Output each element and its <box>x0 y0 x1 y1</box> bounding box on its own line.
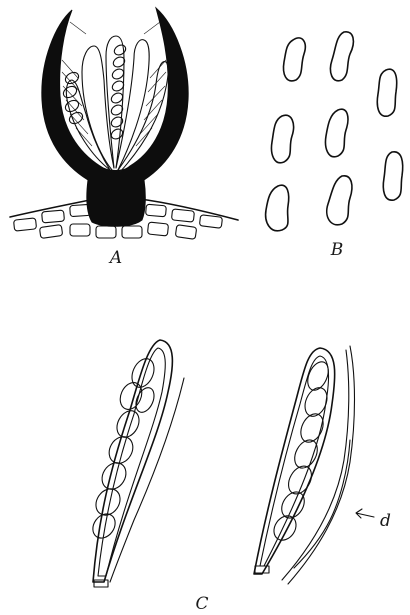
spore-1 <box>284 38 306 81</box>
spore-2 <box>330 32 353 81</box>
spore-6 <box>383 152 402 200</box>
perithecium-wall <box>42 8 188 226</box>
spore-5 <box>326 109 348 157</box>
label-a: A <box>108 248 122 268</box>
ascus-left-ruptured-wall <box>110 378 184 582</box>
ascus-right-spores <box>269 359 332 545</box>
panel-c-asci <box>88 340 374 587</box>
spore-8 <box>327 176 352 225</box>
panel-a-perithecium <box>10 8 238 239</box>
ascus-right-ruptured-wall-outer <box>288 346 355 584</box>
ascus-left-outer-wall <box>93 340 172 582</box>
ascospores-in-asci <box>61 43 127 141</box>
spore-4 <box>272 115 294 163</box>
spore-7 <box>266 185 289 231</box>
ascus-left-inner-wall <box>98 348 165 576</box>
ascus-left <box>88 340 184 587</box>
label-b: B <box>330 240 344 260</box>
panel-b-ascospores <box>266 32 403 231</box>
ascus-right <box>254 346 355 584</box>
spore-3 <box>377 69 396 116</box>
label-c: C <box>195 594 208 614</box>
ascus-left-foot <box>94 580 108 587</box>
ascus-right-wall-fragment <box>294 440 350 568</box>
pointer-arrow-d <box>356 509 374 518</box>
label-d: d <box>380 511 391 531</box>
